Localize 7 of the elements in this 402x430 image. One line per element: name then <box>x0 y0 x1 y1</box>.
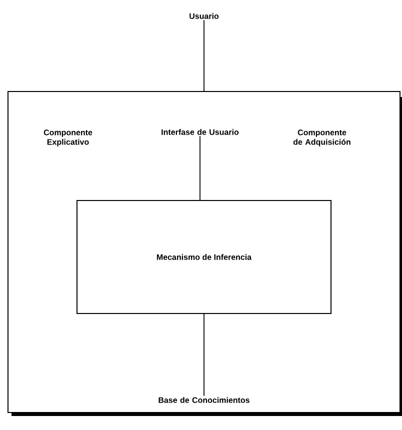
outer-box <box>8 91 402 416</box>
label-text: Componente Explicativo <box>44 130 92 146</box>
label-text: Interfase de Usuario <box>162 129 239 135</box>
label-text: Componente de Adquisición <box>293 130 350 146</box>
label-text: Base de Conocimientos <box>158 397 250 403</box>
label-text: Usuario <box>190 13 219 19</box>
process-box: Mecanismo de Inferencia <box>76 200 332 314</box>
